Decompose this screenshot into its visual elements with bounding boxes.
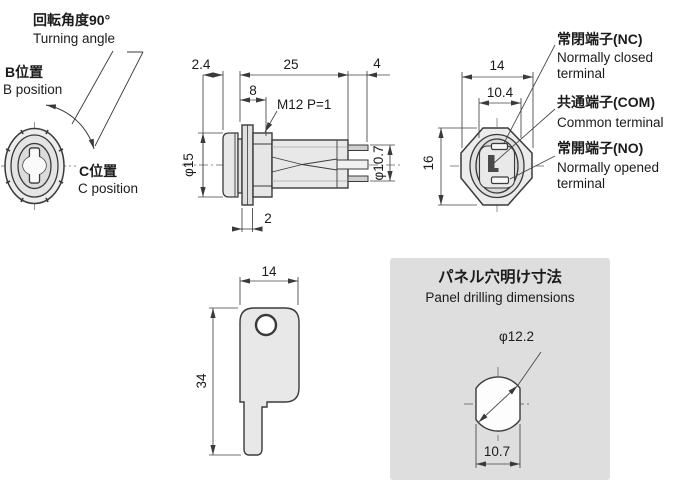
panel-drilling xyxy=(390,258,610,480)
turning-angle-label-jp: 回転角度90° xyxy=(33,12,111,28)
com-terminal-label-jp: 共通端子(COM) xyxy=(557,94,655,110)
nc-terminal-label-jp: 常閉端子(NC) xyxy=(557,31,643,47)
turning-angle-label-en: Turning angle xyxy=(33,31,116,46)
b-position-label-jp: B位置 xyxy=(5,64,44,80)
dim-dia-12-2: φ12.2 xyxy=(499,329,535,344)
cap xyxy=(222,132,239,198)
dim-25: 25 xyxy=(283,57,299,72)
dim-8: 8 xyxy=(249,83,257,98)
terminal-pin-top xyxy=(347,144,369,151)
com-terminal-label-en: Common terminal xyxy=(557,115,664,130)
dim-dia-10-7: φ10.7 xyxy=(370,145,386,181)
key-dimensions xyxy=(209,277,299,456)
dim-2: 2 xyxy=(264,211,272,226)
b-position-label-en: B position xyxy=(3,82,63,97)
dim-14-key: 14 xyxy=(261,264,277,279)
key-view xyxy=(209,277,300,456)
side-view xyxy=(182,71,400,232)
dim-dia-15: φ15 xyxy=(180,153,196,177)
no-terminal-label-en1: Normally opened xyxy=(557,160,660,175)
keyhole xyxy=(22,147,47,184)
no-terminal-label-jp: 常開端子(NO) xyxy=(557,140,644,156)
side-dimensions xyxy=(198,71,395,232)
c-position-label-en: C position xyxy=(78,181,139,196)
nc-terminal-slot xyxy=(490,142,509,151)
c-position-label-jp: C位置 xyxy=(79,163,118,179)
com-terminal-slot xyxy=(488,155,499,172)
dim-4: 4 xyxy=(373,56,381,71)
panel-box xyxy=(390,258,610,480)
mounting-nut xyxy=(252,132,273,198)
panel-dimensions xyxy=(475,351,542,468)
turning-angle-leaders xyxy=(71,50,144,147)
panel-title-jp: パネル穴明け寸法 xyxy=(437,269,563,286)
key-channel xyxy=(271,156,338,173)
dim-10-4: 10.4 xyxy=(486,85,514,100)
nc-terminal-label-en1: Normally closed xyxy=(557,50,654,65)
thread-leader xyxy=(264,110,278,133)
terminal-leaders xyxy=(493,44,556,180)
terminal-pin-mid xyxy=(336,159,369,170)
dim-34: 34 xyxy=(193,373,209,389)
rear-view xyxy=(438,44,556,215)
thread-spec-label: M12 P=1 xyxy=(277,97,332,112)
dim-14-rear: 14 xyxy=(489,58,505,73)
turning-angle-arc xyxy=(45,104,95,150)
dim-16: 16 xyxy=(420,155,436,171)
rear-dimensions xyxy=(438,44,556,206)
terminal-pin-bottom xyxy=(347,175,369,182)
no-terminal-label-en2: terminal xyxy=(557,176,606,191)
key-outline xyxy=(239,307,300,456)
no-terminal-slot xyxy=(490,176,510,185)
key-hole xyxy=(254,313,278,337)
body-cylinder xyxy=(271,139,349,189)
front-view-lock xyxy=(1,50,144,210)
dim-2-4: 2.4 xyxy=(191,57,211,72)
panel-title-en: Panel drilling dimensions xyxy=(425,290,575,305)
nc-terminal-label-en2: terminal xyxy=(557,66,606,81)
dim-10-7-panel: 10.7 xyxy=(483,444,511,459)
